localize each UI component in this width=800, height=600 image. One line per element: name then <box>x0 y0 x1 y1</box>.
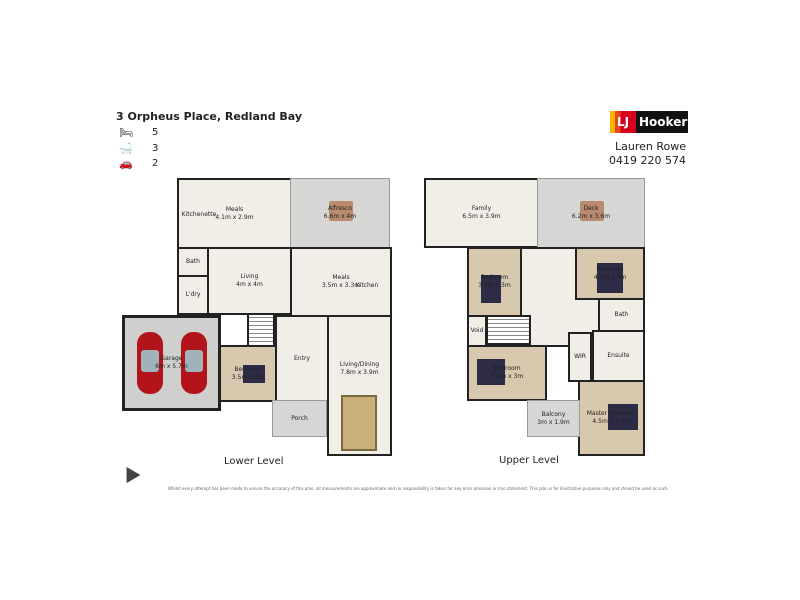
stairs-upper <box>486 315 531 345</box>
room-kitchenette: Kitchenette <box>181 211 217 219</box>
agent-phone: 0419 220 574 <box>609 154 686 167</box>
room-porch: Porch <box>272 400 327 437</box>
agent-name: Lauren Rowe <box>614 140 686 153</box>
disclaimer: Whilst every attempt has been made to en… <box>168 486 669 491</box>
room-void: Void <box>467 315 487 347</box>
property-address: 3 Orpheus Place, Redland Bay <box>116 110 303 123</box>
room-wir: WIR <box>568 332 592 382</box>
room-laundry: L'dry <box>177 275 209 315</box>
room-ensuite: Ensuite <box>592 330 645 382</box>
north-arrow-icon <box>119 462 141 484</box>
car-icon: 🚗 <box>119 157 133 170</box>
bedrooms-feature: 🛏5 <box>116 126 158 139</box>
bed-icon: 🛏 <box>119 126 133 139</box>
room-bath-upper: Bath <box>598 298 645 332</box>
bathrooms-feature: 🛁3 <box>116 142 158 155</box>
bath-icon: 🛁 <box>119 142 133 155</box>
room-kitchen: Kitchen <box>355 282 379 290</box>
room-bath: Bath <box>177 247 209 277</box>
car-spaces-feature: 🚗2 <box>116 157 158 170</box>
rug <box>341 395 377 451</box>
room-entry: Entry <box>275 315 329 402</box>
lower-level-label: Lower Level <box>224 456 284 467</box>
upper-level-label: Upper Level <box>499 455 559 466</box>
stairs <box>247 313 275 347</box>
